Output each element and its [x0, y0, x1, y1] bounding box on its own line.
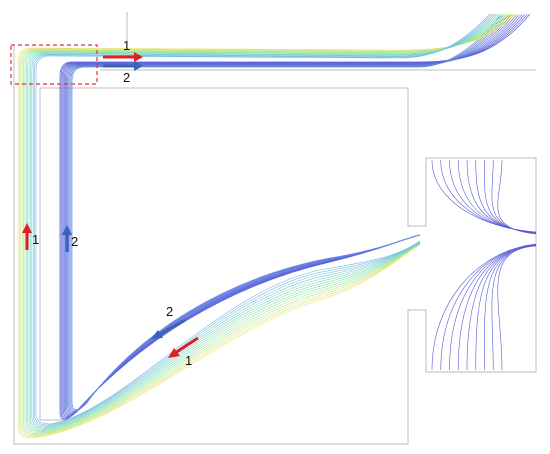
- streamline-outer: [28, 13, 500, 430]
- fan-line-lower: [497, 245, 537, 371]
- streamline-inner: [71, 15, 501, 410]
- label-top-blue: 2: [123, 70, 130, 85]
- arrow-top-blue: [103, 61, 143, 71]
- fan-line-upper: [440, 159, 537, 233]
- outer-wall: [13, 45, 537, 445]
- streamline-outer: [27, 13, 502, 431]
- label-left-red: 1: [32, 232, 39, 247]
- label-top-red: 1: [123, 38, 130, 53]
- streamline-outer: [19, 13, 514, 438]
- arrow-diag-red: [168, 336, 199, 358]
- streamline-outer: [32, 13, 495, 427]
- streamline-outer: [34, 13, 493, 426]
- label-left-blue: 2: [71, 234, 78, 249]
- streamline-outer: [24, 13, 506, 433]
- streamline-outer: [23, 13, 508, 434]
- streamline-outer: [17, 13, 516, 439]
- streamline-outer: [35, 13, 491, 425]
- streamline-outer: [20, 13, 512, 437]
- streamline-outer: [26, 13, 504, 432]
- arrow-top-red: [103, 52, 143, 62]
- inner-block-wall: [74, 87, 537, 238]
- fan-line-upper: [475, 159, 537, 234]
- domain-outline: [13, 12, 537, 445]
- fan-line-upper: [497, 159, 537, 235]
- inner-left-wall: [39, 88, 62, 421]
- fan-line-lower: [457, 244, 537, 371]
- arrow-left-red: [22, 223, 32, 250]
- arrow-diag-blue: [151, 318, 186, 339]
- streamline-inner: [68, 15, 509, 413]
- streamline-outer: [30, 13, 498, 429]
- streamline-outer: [31, 13, 496, 428]
- fan-line-lower: [431, 243, 537, 371]
- label-diag-blue: 2: [166, 304, 173, 319]
- streamline-outer: [21, 13, 510, 436]
- fan-line-upper: [431, 159, 537, 233]
- streamline-inner: [67, 15, 512, 414]
- fan-line-lower: [475, 244, 537, 371]
- highlight-box: [10, 44, 98, 85]
- label-diag-red: 1: [185, 353, 192, 368]
- arrow-left-blue: [62, 225, 72, 252]
- fan-line-lower: [440, 243, 537, 371]
- streamlines: [17, 13, 537, 439]
